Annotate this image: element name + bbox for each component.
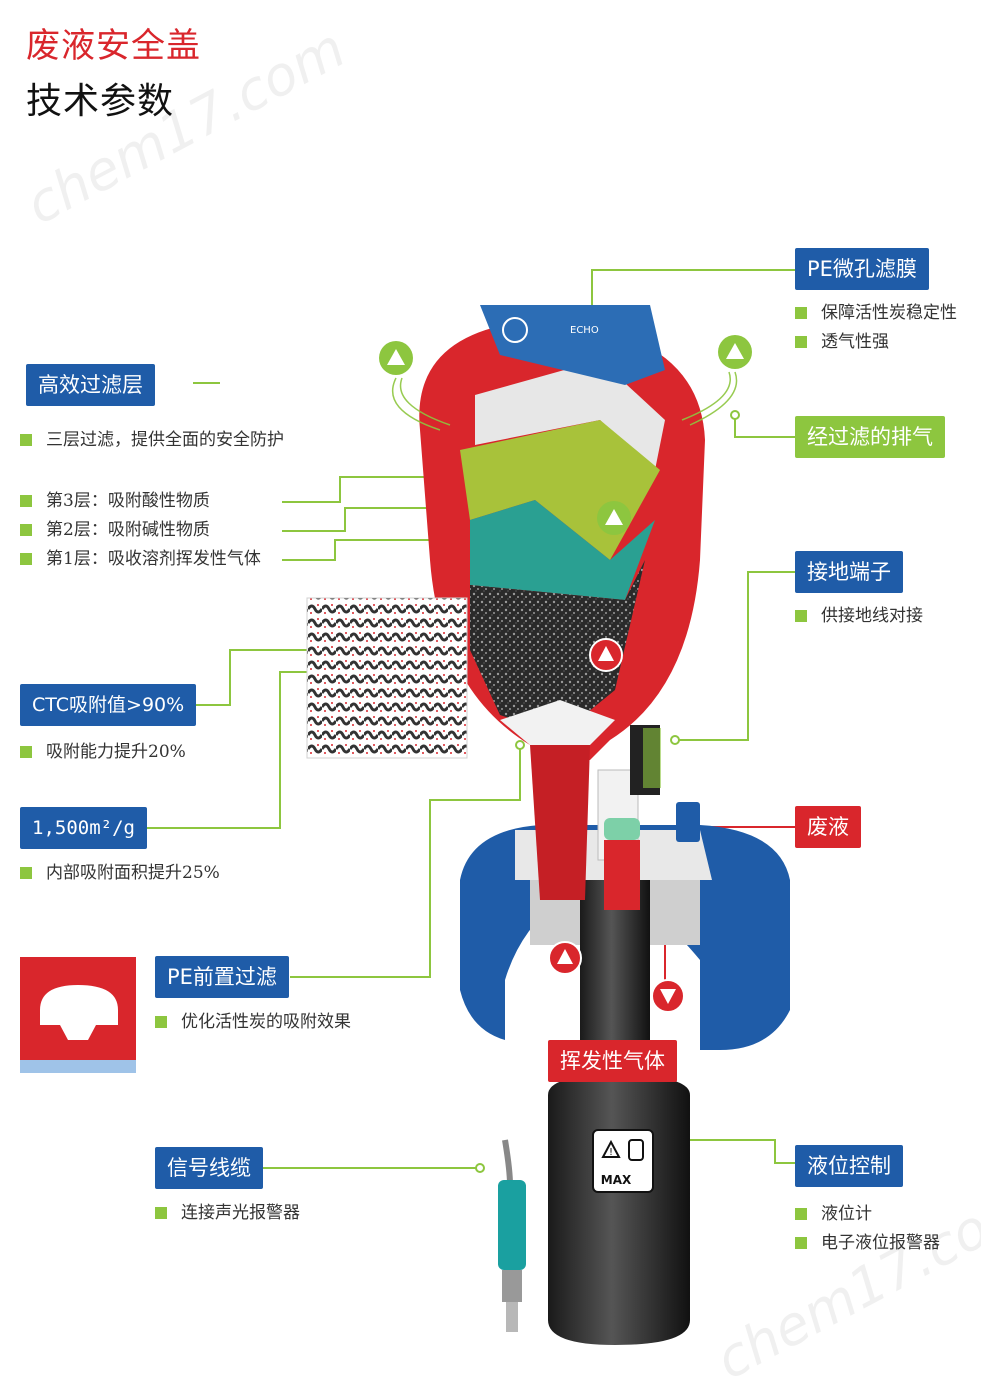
list-item: 内部吸附面积提升25% xyxy=(20,859,220,888)
tag-ctc: CTC吸附值>90% xyxy=(20,684,197,726)
page-title: 废液安全盖 xyxy=(26,26,201,66)
exhaust-streams xyxy=(391,371,738,431)
tag-filter-layer: 高效过滤层 xyxy=(26,364,155,406)
list-filter-layers: 第3层：吸附酸性物质 第2层：吸附碱性物质 第1层：吸收溶剂挥发性气体 xyxy=(20,487,261,574)
micro-structure-inset xyxy=(306,597,468,759)
svg-text:!: ! xyxy=(609,1147,613,1158)
list-prefilter: 优化活性炭的吸附效果 xyxy=(155,1008,351,1037)
tag-surface-area: 1,500m²/g xyxy=(20,807,147,849)
list-item: 透气性强 xyxy=(795,328,957,357)
list-signal-cable: 连接声光报警器 xyxy=(155,1199,300,1228)
list-item: 三层过滤，提供全面的安全防护 xyxy=(20,426,284,455)
red-cap: ECHO xyxy=(419,305,705,900)
arrow-down-red-icon xyxy=(651,979,685,1013)
list-ctc: 吸附能力提升20% xyxy=(20,738,186,767)
list-item: 第3层：吸附酸性物质 xyxy=(20,487,261,516)
waste-port xyxy=(676,802,700,842)
list-ground: 供接地线对接 xyxy=(795,602,923,631)
arrow-up-red-icon-lower xyxy=(548,941,582,975)
list-item: 第2层：吸附碱性物质 xyxy=(20,516,261,545)
arrow-up-icon-left xyxy=(379,341,413,375)
tag-ground: 接地端子 xyxy=(795,551,903,593)
list-item: 保障活性炭稳定性 xyxy=(795,299,957,328)
list-surface-area: 内部吸附面积提升25% xyxy=(20,859,220,888)
list-item: 第1层：吸收溶剂挥发性气体 xyxy=(20,545,261,574)
tag-filtered-exhaust: 经过滤的排气 xyxy=(795,416,945,458)
list-item: 优化活性炭的吸附效果 xyxy=(155,1008,351,1037)
max-mark: MAX xyxy=(601,1173,632,1187)
svg-text:ECHO: ECHO xyxy=(570,325,599,336)
arrow-up-icon-right xyxy=(718,335,752,369)
prefilter-inset xyxy=(20,957,136,1073)
tag-prefilter: PE前置过滤 xyxy=(155,956,289,998)
list-filter-layer: 三层过滤，提供全面的安全防护 xyxy=(20,426,284,455)
level-float xyxy=(597,725,661,910)
tag-waste: 废液 xyxy=(795,806,861,848)
list-item: 吸附能力提升20% xyxy=(20,738,186,767)
arrow-up-icon-center xyxy=(597,501,631,535)
page-subtitle: 技术参数 xyxy=(26,81,175,122)
tag-level-control: 液位控制 xyxy=(795,1145,903,1187)
list-item: 电子液位报警器 xyxy=(795,1229,940,1258)
arrow-up-red-icon xyxy=(589,638,623,672)
signal-cable xyxy=(498,1139,526,1332)
list-item: 液位计 xyxy=(795,1200,940,1229)
list-pe-membrane: 保障活性炭稳定性 透气性强 xyxy=(795,299,957,357)
list-item: 供接地线对接 xyxy=(795,602,923,631)
tag-signal-cable: 信号线缆 xyxy=(155,1147,263,1189)
list-item: 连接声光报警器 xyxy=(155,1199,300,1228)
tag-pe-membrane: PE微孔滤膜 xyxy=(795,248,929,290)
list-level-control: 液位计 电子液位报警器 xyxy=(795,1200,940,1258)
tag-volatile-gas: 挥发性气体 xyxy=(548,1040,677,1082)
